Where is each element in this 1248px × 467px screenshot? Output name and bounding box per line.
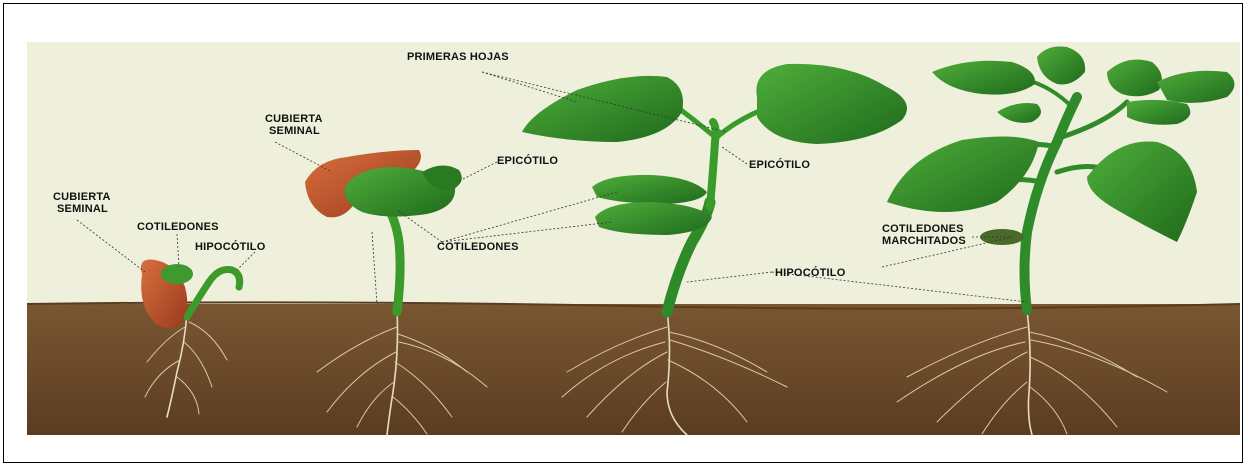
stage-4-leaf-top-right (1107, 60, 1162, 97)
stage-4-stem (1025, 97, 1078, 310)
label-stage1-seed-coat-line2: SEMINAL (57, 203, 108, 215)
label-stage2-seed-coat-line1: CUBIERTA (265, 113, 323, 125)
label-withered-line1: COTILEDONES (882, 223, 964, 235)
stage-4-leaf-far-right (1157, 71, 1235, 103)
label-first-leaves: PRIMERAS HOJAS (407, 51, 509, 63)
label-stage1-hypocotyl: HIPOCÓTILO (195, 240, 266, 253)
germination-illustration: CUBIERTA SEMINAL COTILEDONES HIPOCÓTILO … (27, 42, 1240, 435)
stage-1-cotyledon (161, 264, 193, 284)
label-stage2-seed-coat-line2: SEMINAL (269, 125, 320, 137)
label-stage1-seed-coat-line1: CUBIERTA (53, 191, 111, 203)
stage-4-leaf-top-left (932, 61, 1035, 95)
label-stage3-epicotyl: EPICÓTILO (749, 158, 810, 171)
page-frame: CUBIERTA SEMINAL COTILEDONES HIPOCÓTILO … (3, 3, 1243, 463)
label-stage1-cotyledons: COTILEDONES (137, 221, 219, 233)
stage-3-cotyledon-top (592, 175, 707, 204)
stage-4-leaf-big-right (1087, 141, 1197, 242)
stage-4-leaf-mid (1127, 100, 1190, 125)
stage-4-leaf-big-left (887, 136, 1039, 212)
stage-3-cotyledon-bottom (595, 202, 712, 235)
label-stage2-cotyledons: COTILEDONES (437, 241, 519, 253)
label-stage2-epicotyl: EPICÓTILO (497, 154, 558, 167)
stage-4-leaf-top-center (1037, 46, 1085, 84)
stage-4-leaf-small-left (997, 103, 1041, 123)
label-stage3-hypocotyl: HIPOCÓTILO (775, 266, 846, 279)
germination-diagram: CUBIERTA SEMINAL COTILEDONES HIPOCÓTILO … (27, 42, 1240, 435)
label-withered-line2: MARCHITADOS (882, 235, 966, 247)
stage-3-first-leaf-left (522, 76, 683, 142)
stage-3-first-leaf-right (756, 64, 907, 144)
